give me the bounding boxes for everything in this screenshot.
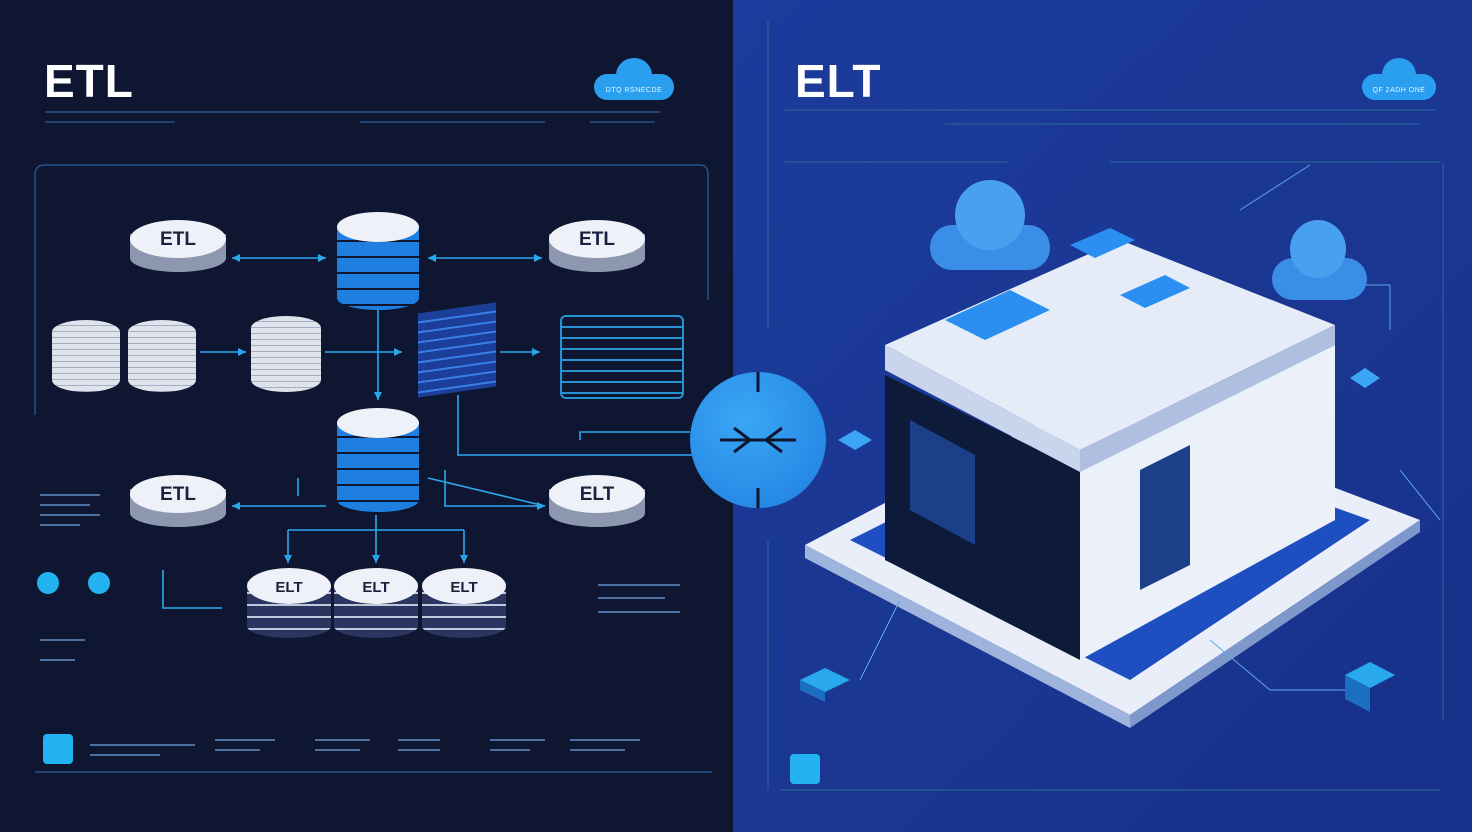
gray-database-1 [52,320,120,392]
node-label: ETL [160,229,196,250]
etl-node-top-right: ETL [549,220,645,286]
blue-database-top [337,212,419,312]
blue-database-middle [337,408,419,514]
etl-elt-connector [690,372,826,508]
blue-server-cube [418,302,496,398]
cloud-icon [930,180,1050,272]
elt-node-mid-right: ELT [549,475,645,541]
data-warehouse-building [805,228,1420,728]
elt-node-bottom-1: ELT [247,568,331,640]
app-icon [790,754,820,784]
elt-title: ELT [795,55,882,107]
node-label: ELT [362,579,390,596]
node-label: ELT [275,579,303,596]
link-icon [720,372,796,508]
cloud-badge-text: QF 2ADH ONE [1372,87,1426,94]
cloud-badge-right: QF 2ADH ONE [1362,56,1436,100]
cloud-badge-left: DTQ RSNECDE [594,56,674,100]
cloud-badge-text: DTQ RSNECDE [605,87,663,94]
node-label: ELT [579,484,615,505]
elt-node-bottom-3: ELT [422,568,506,640]
info-icon [37,572,59,594]
cloud-icon [1272,220,1367,304]
gray-database-2 [128,320,196,392]
etl-title: ETL [44,55,134,107]
gray-database-3 [251,316,321,392]
elt-node-bottom-2: ELT [334,568,418,640]
info-icon [88,572,110,594]
etl-node-mid-left: ETL [130,475,226,541]
node-label: ETL [579,229,615,250]
house-icon [560,315,684,399]
etl-node-top-left: ETL [130,220,226,286]
app-icon [43,734,73,764]
node-label: ETL [160,484,196,505]
node-label: ELT [450,579,478,596]
